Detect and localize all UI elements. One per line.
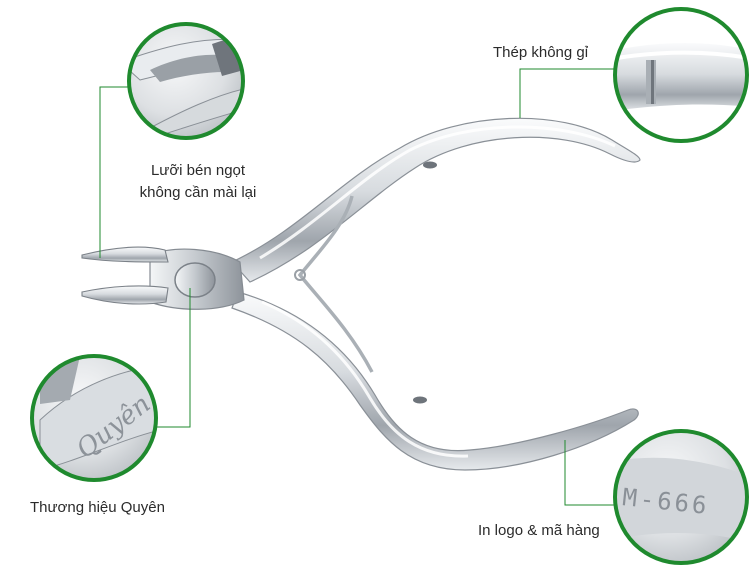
callout-lines bbox=[99, 68, 614, 506]
steel-leader bbox=[519, 68, 614, 118]
upper-rivet bbox=[423, 161, 437, 169]
steel-callout-label: Thép không gỉ bbox=[493, 44, 589, 61]
brand-leader bbox=[156, 288, 191, 428]
zoom-steel bbox=[613, 7, 749, 143]
zoom-blade bbox=[127, 22, 245, 140]
blade-leader bbox=[99, 86, 129, 258]
blade-callout-label: Lưỡi bén ngọt không cần mài lại bbox=[118, 160, 278, 204]
brand-callout-label: Thương hiệu Quyên bbox=[30, 499, 165, 516]
lower-jaw bbox=[81, 285, 169, 305]
upper-handle-highlight bbox=[259, 125, 616, 260]
zoom-brand: Quyên bbox=[30, 354, 158, 482]
pivot-screw bbox=[174, 262, 216, 298]
logo-leader bbox=[564, 440, 614, 506]
lower-handle bbox=[231, 291, 639, 471]
logo-callout-label: In logo & mã hàng bbox=[478, 522, 600, 539]
upper-handle bbox=[231, 117, 641, 283]
blade-callout-line2: không cần mài lại bbox=[139, 184, 257, 201]
return-spring bbox=[297, 195, 374, 373]
lower-rivet bbox=[413, 396, 427, 404]
upper-jaw bbox=[81, 246, 169, 263]
lower-handle-highlight bbox=[261, 300, 469, 458]
cuticle-nipper bbox=[81, 117, 641, 471]
blade-callout-line1: Lưỡi bén ngọt bbox=[150, 162, 246, 179]
spring-loop bbox=[294, 269, 307, 281]
zoom-logo: M-666 bbox=[613, 429, 749, 565]
